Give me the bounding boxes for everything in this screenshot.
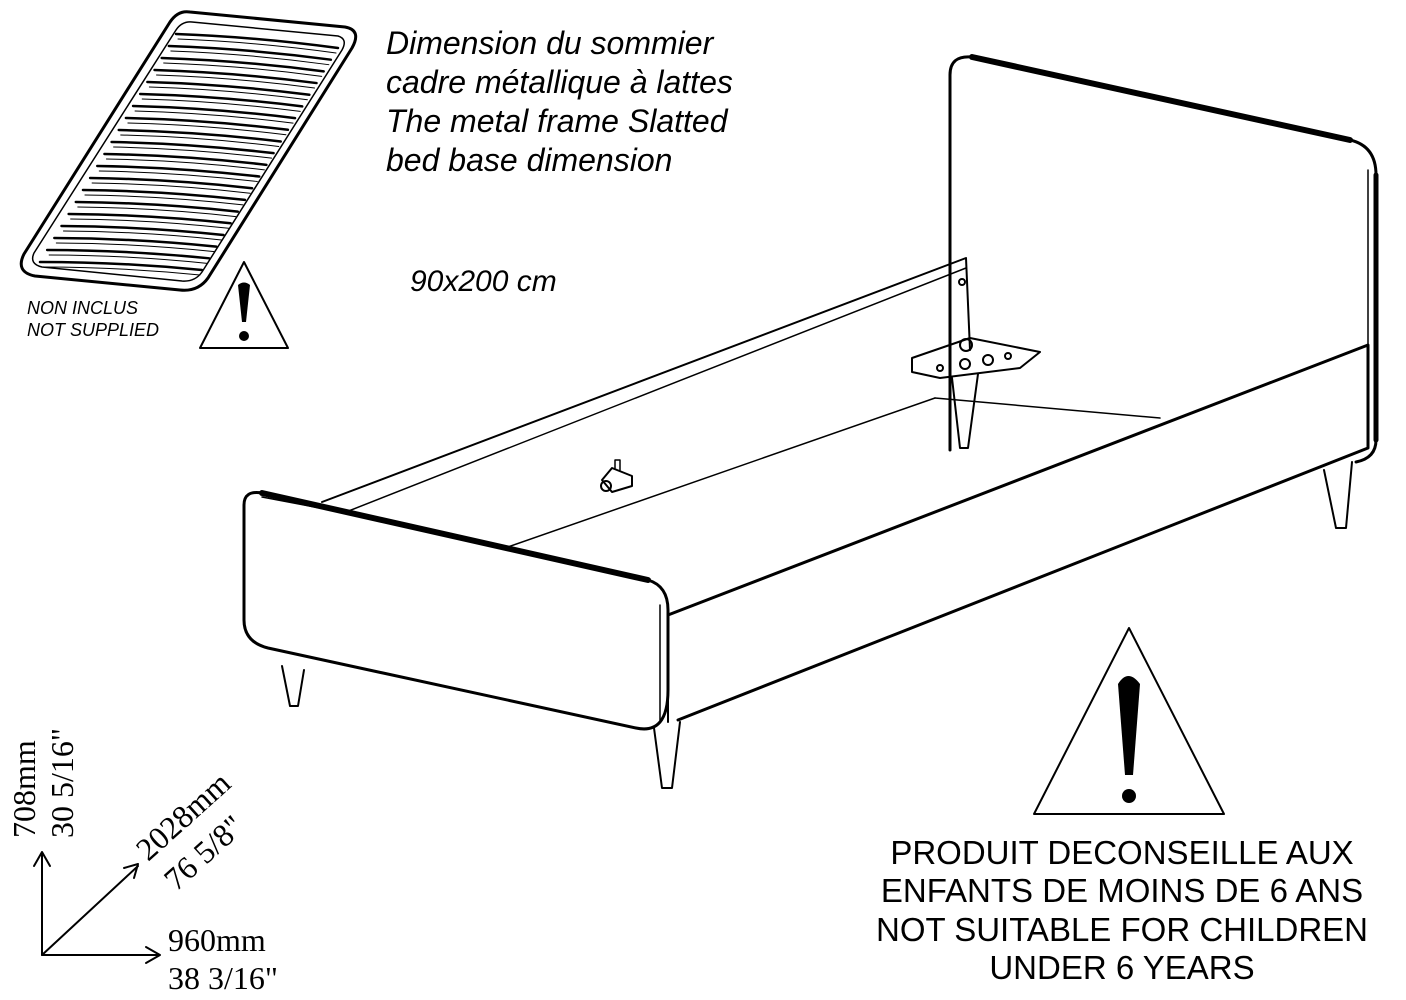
corner-bracket xyxy=(911,337,1041,379)
slat xyxy=(167,44,333,61)
slat xyxy=(103,152,268,167)
slat-edge xyxy=(156,74,316,89)
slat-edge xyxy=(77,206,237,218)
sommier-size: 90x200 cm xyxy=(410,265,557,298)
width-mm: 960mm xyxy=(168,922,266,958)
warning-triangle-small-icon xyxy=(199,261,289,349)
slat-edge xyxy=(113,146,273,159)
slat xyxy=(74,200,240,213)
headboard xyxy=(948,54,1379,464)
slat-edge xyxy=(98,170,258,183)
slat xyxy=(146,80,311,96)
head-rail xyxy=(321,257,971,513)
warning-line-2: ENFANTS DE MOINS DE 6 ANS xyxy=(880,872,1364,909)
slat-edge xyxy=(84,194,244,206)
sommier-label-line-2: cadre métallique à lattes xyxy=(386,64,733,100)
not-supplied-fr: NON INCLUS xyxy=(27,298,139,318)
slat xyxy=(131,104,297,120)
warning-line-1: PRODUIT DECONSEILLE AUX xyxy=(890,834,1354,871)
slat-edge xyxy=(105,158,265,171)
slat-edge xyxy=(127,122,287,136)
dimension-axes xyxy=(33,851,161,964)
slat-edge xyxy=(62,230,222,241)
slat-edge xyxy=(163,62,323,77)
slat-edge xyxy=(91,182,251,194)
slat xyxy=(96,164,261,178)
slat-edge xyxy=(70,218,230,229)
slat-edge xyxy=(120,134,280,147)
slat xyxy=(174,32,340,50)
width-in: 38 3/16" xyxy=(168,960,278,996)
slat-edge xyxy=(177,38,337,54)
slat-edge xyxy=(170,50,330,66)
slat-edge xyxy=(148,86,308,101)
slat-edge xyxy=(55,242,215,253)
slat xyxy=(138,92,304,108)
side-rail xyxy=(666,343,1370,723)
slat xyxy=(60,224,225,237)
slat xyxy=(117,128,282,143)
warning-triangle-large-icon xyxy=(1033,627,1225,815)
warning-line-3: NOT SUITABLE FOR CHILDREN xyxy=(875,911,1369,948)
height-in: 30 5/16" xyxy=(44,728,80,838)
slat xyxy=(45,248,211,260)
slat-edge xyxy=(134,110,294,124)
center-fastener xyxy=(600,459,633,493)
slat xyxy=(81,188,247,202)
slatted-base-icon xyxy=(19,10,358,292)
not-supplied-en: NOT SUPPLIED xyxy=(27,320,160,340)
slat xyxy=(38,260,204,272)
slat xyxy=(53,236,218,248)
footboard xyxy=(242,490,670,731)
slat xyxy=(160,56,325,73)
slat-edge xyxy=(41,266,201,276)
slat xyxy=(124,116,290,132)
slat xyxy=(88,176,254,190)
slat xyxy=(153,68,318,85)
sommier-label-line-3: The metal frame Slatted xyxy=(386,103,728,139)
height-mm: 708mm xyxy=(6,740,42,838)
slat xyxy=(110,140,275,155)
sommier-label-line-1: Dimension du sommier xyxy=(386,25,714,61)
slat-edge xyxy=(141,98,301,112)
slat-edge xyxy=(48,254,208,264)
warning-line-4: UNDER 6 YEARS xyxy=(989,949,1255,986)
slat xyxy=(67,212,232,225)
sommier-label-line-4: bed base dimension xyxy=(386,142,673,178)
